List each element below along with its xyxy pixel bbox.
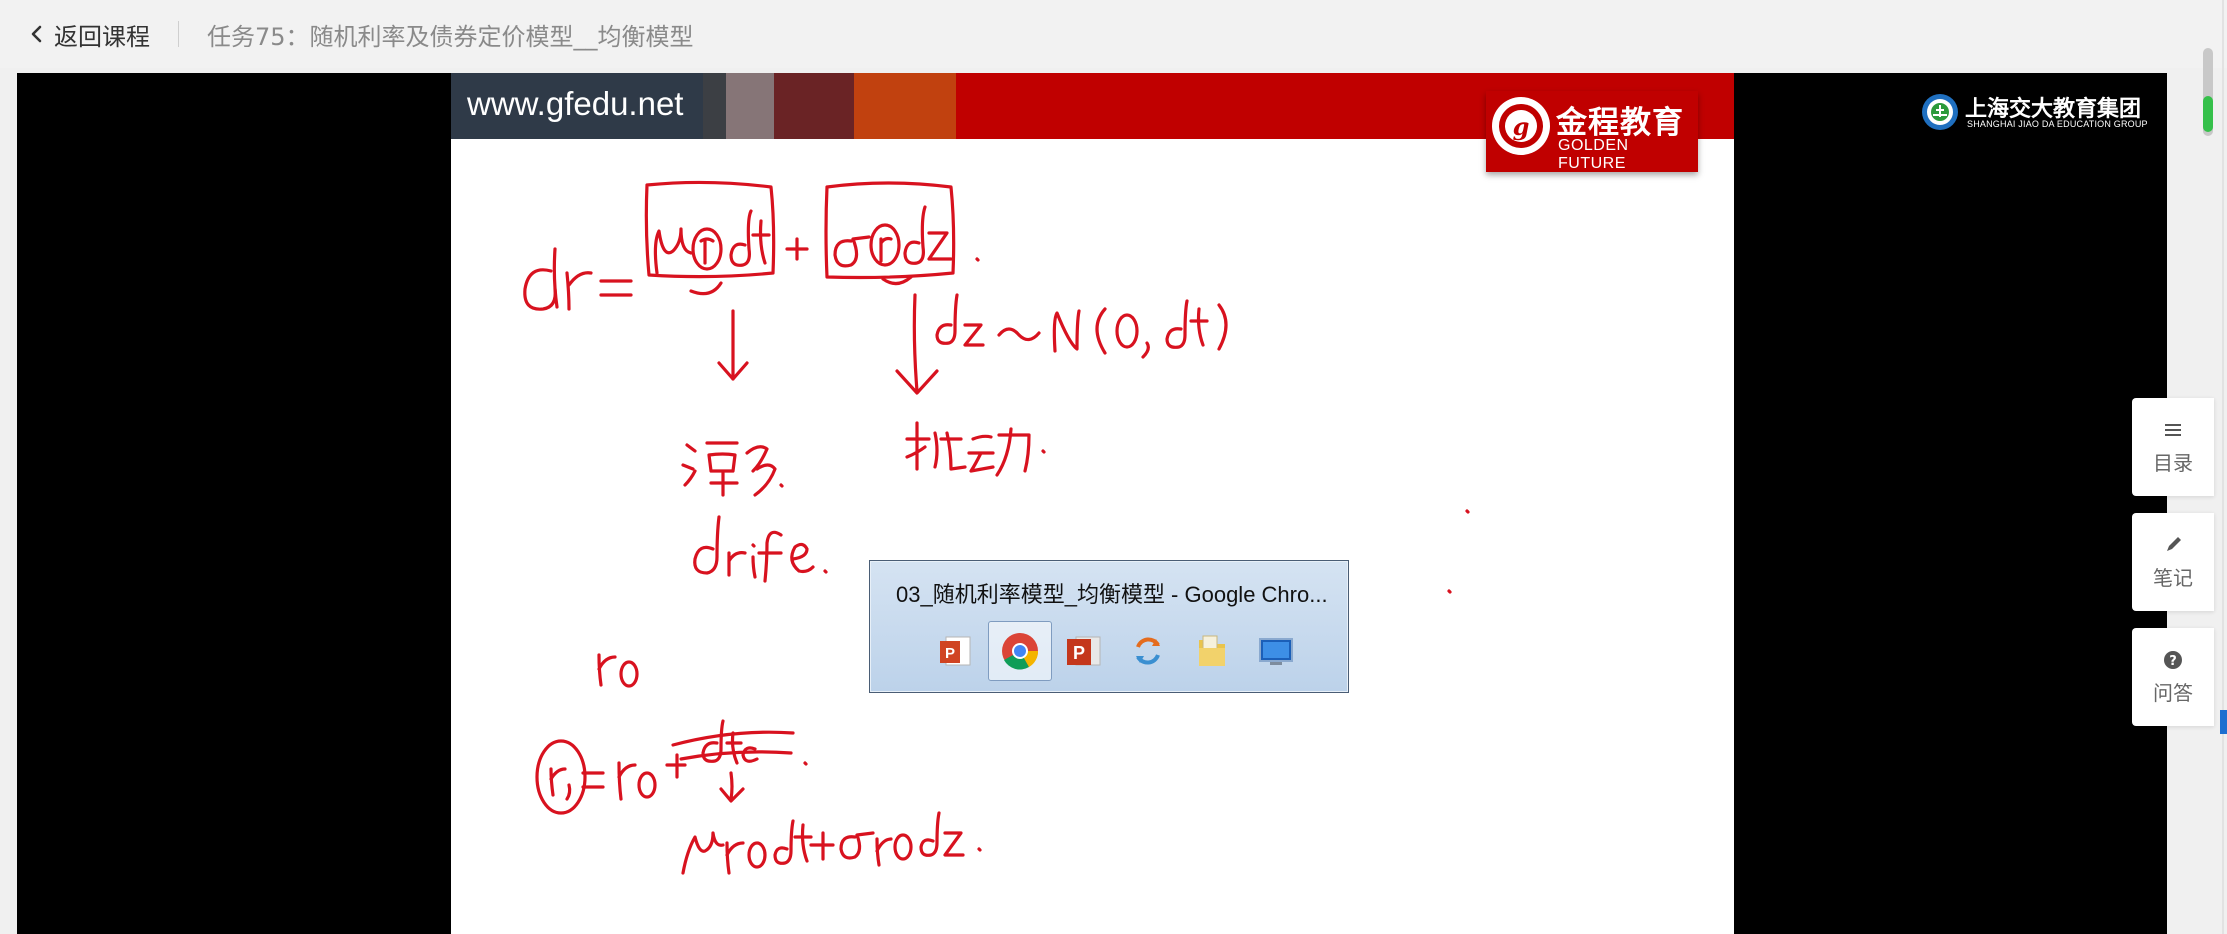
back-to-course-button[interactable]: 返回课程 [24,17,150,52]
svg-text:g: g [1513,112,1530,141]
edge-marker [2220,710,2227,734]
window-edge [2222,0,2224,934]
qa-button[interactable]: ? 问答 [2132,628,2214,726]
powerpoint-icon[interactable]: P [1052,621,1116,681]
desktop-icon[interactable] [1244,621,1308,681]
brand-logo-block: g 金程教育 GOLDEN FUTURE [1486,91,1698,172]
video-player[interactable]: www.gfedu.net g 金程教育 GOLDEN FUTURE [17,73,2167,934]
list-icon [2165,423,2181,436]
question-circle-icon: ? [2164,650,2182,669]
svg-text:P: P [1073,643,1085,663]
site-url: www.gfedu.net [467,85,684,122]
qa-label: 问答 [2153,680,2193,705]
notes-button[interactable]: 笔记 [2132,513,2214,611]
notes-label: 笔记 [2153,565,2193,590]
popup-window-title: 03_随机利率模型_均衡模型 - Google Chro... [896,582,1328,607]
catalog-button[interactable]: 目录 [2132,398,2214,496]
folder-icon[interactable] [1180,621,1244,681]
back-to-course-label: 返回课程 [54,22,150,51]
brand-name-en: GOLDEN FUTURE [1558,137,1629,172]
powerpoint-icon[interactable]: P [924,621,988,681]
chrome-icon[interactable] [988,621,1052,681]
group-watermark: 上海交大教育集团 SHANGHAI JIAO DA EDUCATION GROU… [1921,91,2151,135]
svg-text:?: ? [2169,654,2177,669]
popup-app-icons: P P [924,621,1308,681]
lecture-slide: www.gfedu.net g 金程教育 GOLDEN FUTURE [451,73,1734,934]
pencil-icon [2167,536,2181,551]
task-title: 任务75：随机利率及债券定价模型__均衡模型 [207,22,694,51]
brand-name-cn: 金程教育 [1556,105,1684,141]
svg-text:P: P [945,645,955,662]
chevron-left-icon [31,25,42,43]
top-bar: 返回课程 任务75：随机利率及债券定价模型__均衡模型 [0,0,2227,68]
sync-app-icon[interactable] [1116,621,1180,681]
handwritten-equations [523,180,1470,875]
golden-future-logo-icon: g [1492,97,1550,155]
watermark-name-cn: 上海交大教育集团 [1965,97,2142,122]
page-scrollbar-thumb[interactable] [2203,48,2213,136]
scroll-position-indicator [2203,96,2213,132]
watermark-name-en: SHANGHAI JIAO DA EDUCATION GROUP [1967,119,2148,129]
sjtu-education-logo-icon [1922,94,1958,130]
title-divider [178,21,179,47]
taskbar-window-popup[interactable]: 03_随机利率模型_均衡模型 - Google Chro... P P [869,560,1349,693]
catalog-label: 目录 [2153,450,2193,475]
